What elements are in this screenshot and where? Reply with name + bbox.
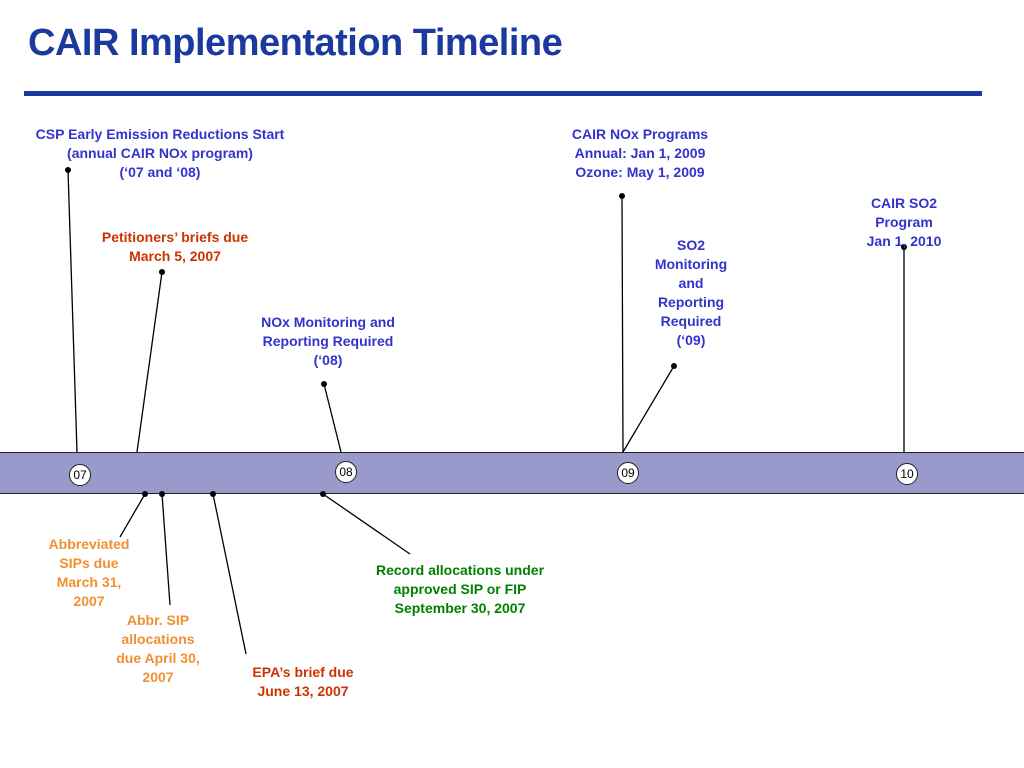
label-cair-so2-program: CAIR SO2 Program Jan 1, 2010 <box>866 195 942 249</box>
title-underline <box>24 91 982 96</box>
year-marker-07: 07 <box>69 464 91 486</box>
connector-abbr-allocations <box>161 493 171 606</box>
connector-so2-monitoring <box>622 365 675 453</box>
connector-epa-brief-dot <box>210 491 216 497</box>
connector-csp-early <box>67 169 78 453</box>
label-cair-nox-programs: CAIR NOx Programs Annual: Jan 1, 2009 Oz… <box>571 126 709 180</box>
label-csp-early-reductions: CSP Early Emission Reductions Start (ann… <box>35 126 285 180</box>
year-marker-10: 10 <box>896 463 918 485</box>
connector-cair-so2-dot <box>901 244 907 250</box>
connector-petitioners <box>136 271 163 453</box>
connector-nox-monitoring-dot <box>321 381 327 387</box>
label-epa-brief: EPA’s brief due June 13, 2007 <box>252 664 354 699</box>
connector-record-alloc-dot <box>320 491 326 497</box>
year-marker-09: 09 <box>617 462 639 484</box>
connector-cair-nox-dot <box>619 193 625 199</box>
connector-abbreviated-sips-dot <box>142 491 148 497</box>
label-abbr-sip-allocations: Abbr. SIP allocations due April 30, 2007 <box>116 612 200 685</box>
connector-cair-nox <box>621 195 624 453</box>
label-abbreviated-sips: Abbreviated SIPs due March 31, 2007 <box>48 536 130 609</box>
connector-petitioners-dot <box>159 269 165 275</box>
connector-abbreviated-sips <box>119 493 146 538</box>
connector-record-alloc <box>322 493 411 555</box>
page-title: CAIR Implementation Timeline <box>28 22 563 64</box>
label-nox-monitoring: NOx Monitoring and Reporting Required (‘… <box>261 314 395 368</box>
connector-csp-early-dot <box>65 167 71 173</box>
connector-so2-monitoring-dot <box>671 363 677 369</box>
year-marker-08: 08 <box>335 461 357 483</box>
timeline-band <box>0 452 1024 494</box>
label-petitioners-briefs: Petitioners’ briefs due March 5, 2007 <box>101 229 249 264</box>
label-so2-monitoring: SO2 Monitoring and Reporting Required (‘… <box>654 237 728 348</box>
label-record-allocations: Record allocations under approved SIP or… <box>375 562 545 616</box>
connector-nox-monitoring <box>323 383 342 453</box>
connector-epa-brief <box>212 493 247 655</box>
connector-abbr-allocations-dot <box>159 491 165 497</box>
